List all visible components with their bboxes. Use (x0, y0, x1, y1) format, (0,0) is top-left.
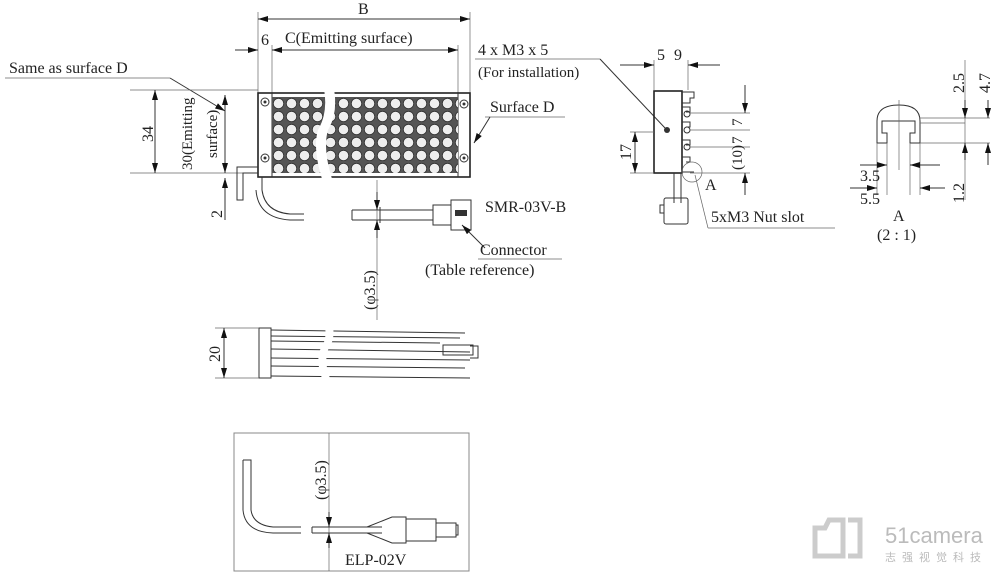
cable-option-box: (φ3.5) ELP-02V (233, 432, 470, 572)
option-cable-diameter: (φ3.5) (313, 460, 330, 500)
dim-10: (10) (730, 145, 746, 170)
nut-slot-label: 5xM3 Nut slot (711, 209, 805, 226)
bottom-view: 20 (207, 318, 479, 385)
detail-a-scale: (2 : 1) (877, 227, 916, 244)
detail-a: 3.5 5.5 A (2 : 1) 2.5 4.7 1.2 (850, 60, 994, 244)
side-connector (663, 197, 689, 225)
dim-2-5: 2.5 (951, 73, 968, 93)
detail-a-title: A (893, 208, 905, 225)
mount-spec: 4 x M3 x 5 (478, 42, 548, 59)
dim-7a: 7 (730, 118, 746, 126)
dim-c: C(Emitting surface) (285, 30, 413, 47)
dim-7b: 7 (730, 136, 746, 144)
dim-17: 17 (618, 144, 635, 160)
smr-connector (432, 199, 472, 231)
dim-30-line2: surface) (205, 110, 221, 158)
surface-d-label: Surface D (490, 99, 554, 116)
front-view: B 6 C(Emitting surface) Same as surface … (5, 1, 566, 320)
connector-label: Connector (480, 242, 547, 259)
dim-5-5: 5.5 (860, 191, 880, 208)
watermark-subtitle: 志强视觉科技 (885, 550, 987, 564)
mount-note: (For installation) (478, 65, 579, 81)
dim-3-5: 3.5 (860, 168, 880, 185)
light-body (257, 92, 471, 178)
dim-30-line1: 30(Emitting (180, 97, 196, 170)
side-view: 4 x M3 x 5 (For installation) 5 9 (10) 7… (475, 42, 835, 229)
dim-5: 5 (657, 47, 665, 64)
dim-9: 9 (674, 47, 682, 64)
front-cable-diameter: (φ3.5) (362, 270, 379, 310)
dim-6: 6 (261, 32, 269, 49)
bent-cable (236, 166, 258, 201)
detail-ref-a: A (705, 177, 717, 194)
mounting-hole-icon (260, 97, 469, 163)
connector-note: (Table reference) (425, 262, 534, 279)
watermark-logo: 51camera 志强视觉科技 (812, 517, 987, 564)
same-as-surface-d-label: Same as surface D (9, 60, 128, 77)
dim-4-7: 4.7 (977, 73, 994, 93)
led-array (272, 97, 458, 173)
dim-34: 34 (140, 126, 157, 142)
dim-b: B (358, 1, 369, 18)
connector-model: SMR-03V-B (485, 199, 566, 216)
cable (255, 177, 304, 221)
option-connector-model: ELP-02V (345, 552, 407, 569)
dim-20: 20 (207, 346, 224, 362)
watermark-brand: 51camera (885, 523, 984, 548)
dim-2: 2 (209, 210, 226, 218)
break-line (316, 80, 336, 185)
dim-1-2: 1.2 (951, 183, 968, 203)
